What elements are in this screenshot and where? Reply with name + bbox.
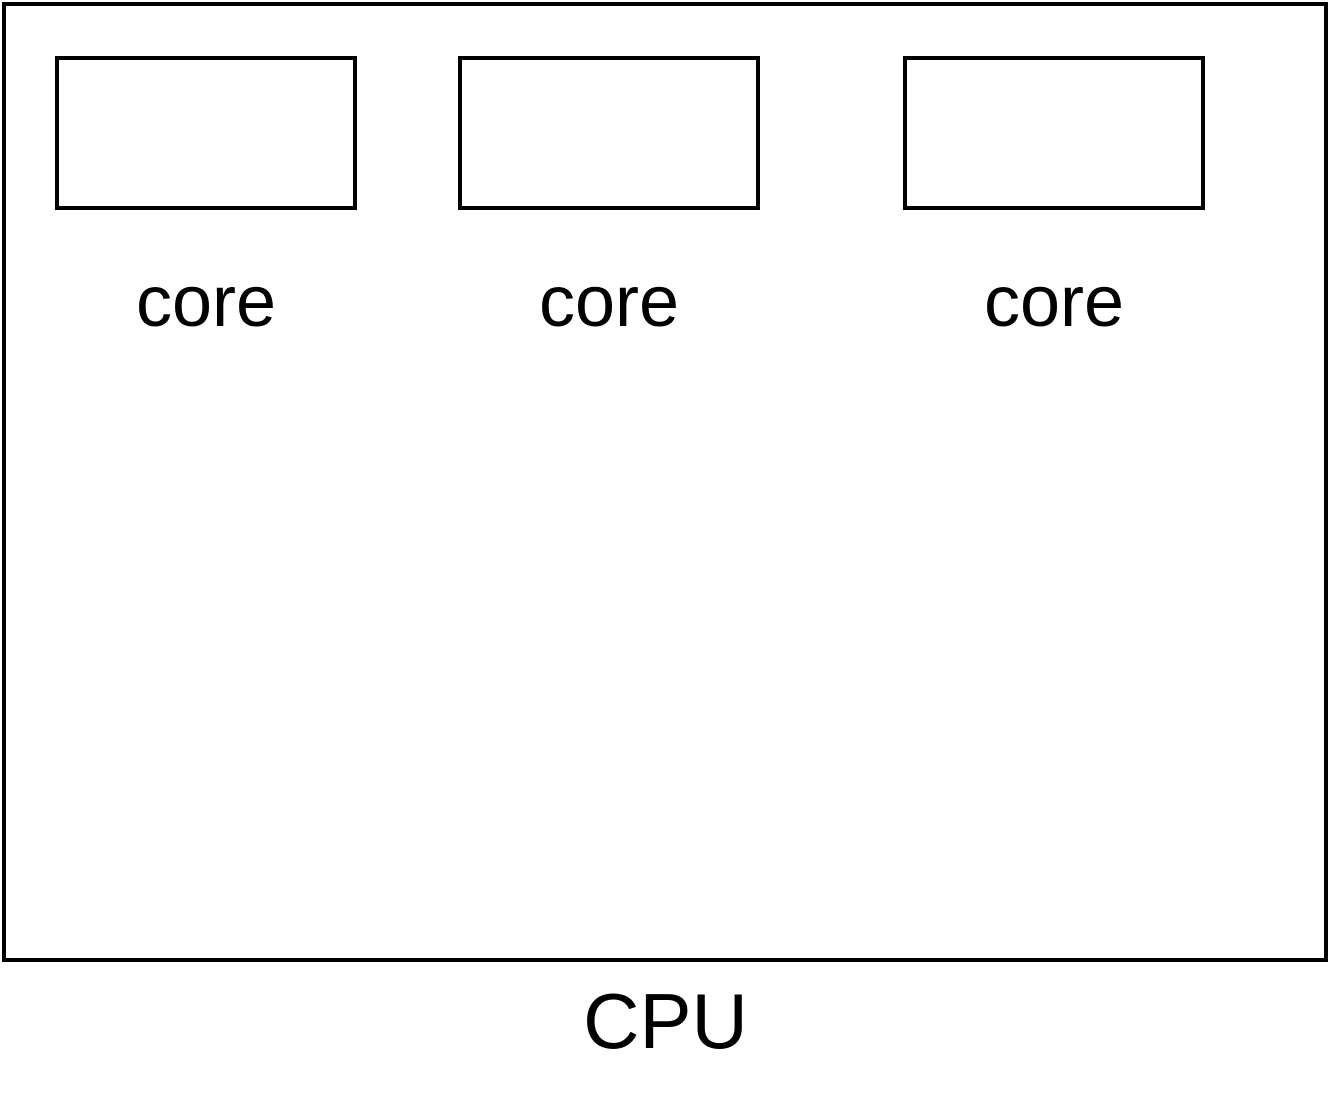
core-label-3: core: [983, 262, 1125, 342]
core-label-2: core: [538, 262, 680, 342]
core-label-1: core: [135, 262, 277, 342]
core-box-2: [458, 56, 760, 210]
core-box-3: [903, 56, 1205, 210]
cpu-label: CPU: [583, 977, 748, 1065]
core-box-1: [55, 56, 357, 210]
